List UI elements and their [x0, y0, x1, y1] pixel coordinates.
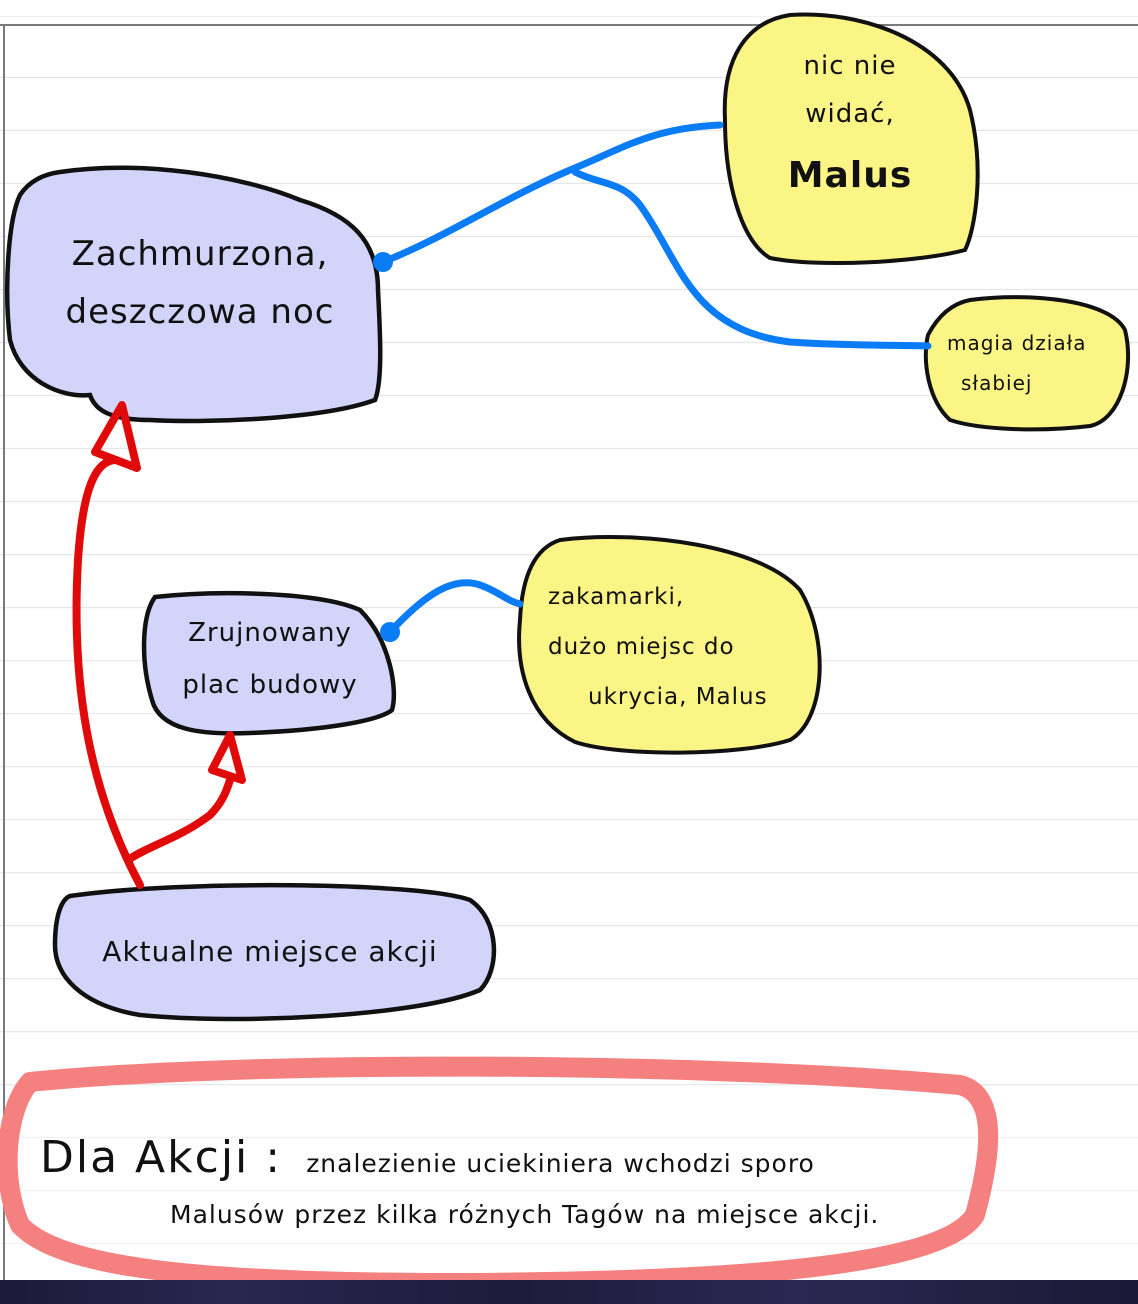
arrow-current-to-ruined-head	[208, 731, 246, 784]
note-magic-weaker-line-1: magia działa	[947, 331, 1087, 355]
node-current-location-shape[interactable]	[52, 882, 497, 1022]
note-nooks-shape[interactable]	[517, 535, 822, 755]
node-ruined-site-line-1: Zrujnowany	[188, 618, 352, 648]
note-nothing-visible-line-3: Malus	[787, 155, 913, 196]
note-nooks-line-3: ukrycia, Malus	[588, 684, 768, 710]
note-nooks-label: zakamarki, dużo miejsc do ukrycia, Malus	[530, 572, 828, 722]
top-border-line	[0, 24, 1138, 26]
node-current-location-label: Aktualne miejsce akcji	[60, 930, 480, 974]
node-cloudy-night-line-2: deszczowa noc	[65, 292, 335, 332]
callout-line-2: Malusów przez kilka różnych Tagów na mie…	[170, 1200, 880, 1229]
note-magic-weaker-label: magia działa słabiej	[935, 323, 1132, 403]
link-night-to-nothing-visible	[379, 121, 724, 266]
arrow-current-to-night-shaft	[72, 456, 144, 889]
link-night-to-magic-weaker	[571, 168, 932, 350]
callout-highlight-outline	[0, 1056, 999, 1293]
arrow-current-to-night-head	[91, 401, 141, 472]
callout-text: Dla Akcji : znalezienie uciekiniera wcho…	[30, 1130, 970, 1230]
callout-heading: Dla Akcji :	[40, 1132, 283, 1183]
node-ruined-site-label: Zrujnowany plac budowy	[155, 607, 385, 711]
arrow-current-to-ruined-shaft	[124, 776, 234, 864]
connector-dot-night	[373, 252, 393, 272]
note-magic-weaker-shape[interactable]	[923, 295, 1130, 432]
node-cloudy-night-line-1: Zachmurzona,	[71, 234, 329, 274]
node-ruined-site-shape[interactable]	[141, 591, 397, 736]
callout-line-1: znalezienie uciekiniera wchodzi sporo	[306, 1149, 815, 1178]
blue-connectors	[379, 121, 932, 636]
note-nothing-visible-line-2: widać,	[805, 99, 895, 129]
node-cloudy-night-label: Zachmurzona, deszczowa noc	[40, 225, 360, 341]
note-magic-weaker-line-2: słabiej	[961, 371, 1033, 395]
desktop-background-strip	[0, 1280, 1138, 1304]
left-margin-line	[3, 24, 5, 1280]
node-current-location-line-1: Aktualne miejsce akcji	[102, 935, 438, 968]
note-nothing-visible-label: nic nie widać, Malus	[745, 42, 955, 200]
red-arrows	[72, 401, 246, 889]
connector-dot-ruined	[380, 622, 400, 642]
note-nothing-visible-shape[interactable]	[722, 12, 980, 266]
node-ruined-site-line-2: plac budowy	[182, 670, 358, 700]
note-nooks-line-2: dużo miejsc do	[548, 634, 735, 660]
note-nothing-visible-line-1: nic nie	[803, 51, 897, 81]
link-ruined-to-nooks	[386, 579, 524, 636]
note-nooks-line-1: zakamarki,	[548, 584, 685, 610]
node-cloudy-night-shape[interactable]	[4, 165, 383, 424]
